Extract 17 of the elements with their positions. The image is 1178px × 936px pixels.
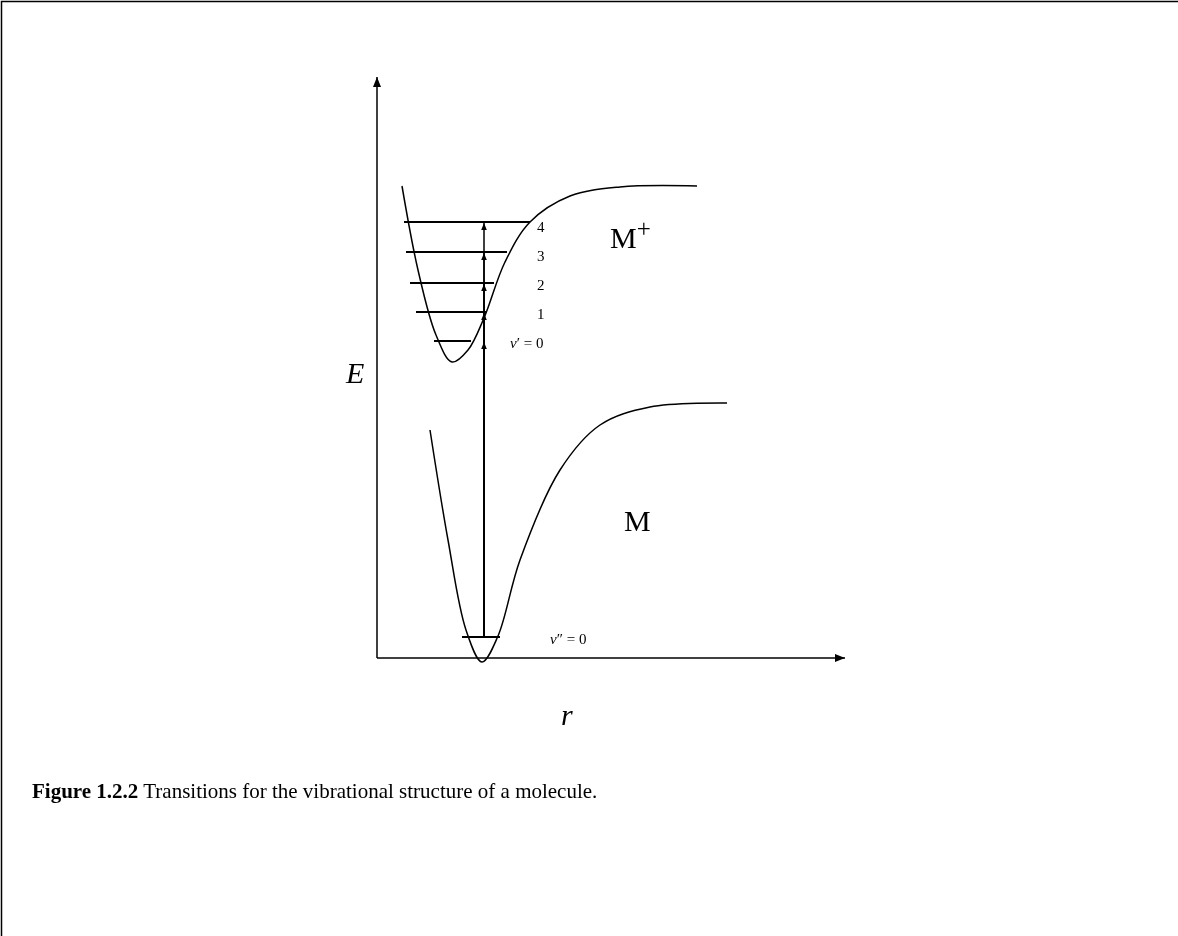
level-label: v′ = 0 [510, 336, 544, 351]
energy-level-line [434, 340, 471, 342]
energy-level-line [406, 251, 507, 253]
axis-label: r [561, 700, 573, 730]
level-label: 3 [537, 249, 545, 264]
energy-level-line [416, 311, 486, 313]
level-label: v″ = 0 [550, 632, 587, 647]
energy-level-line [462, 636, 500, 638]
level-label: 4 [537, 220, 545, 235]
energy-level-line [410, 282, 494, 284]
energy-level-line [404, 221, 530, 223]
figure-caption: Figure 1.2.2 Transitions for the vibrational structure of a molecule. [32, 781, 598, 802]
curve-label: M$^{+}$ [610, 216, 651, 253]
curve-label: M [624, 506, 651, 536]
level-label: 2 [537, 278, 545, 293]
axis-label: E [346, 358, 365, 388]
level-label: 1 [537, 307, 545, 322]
